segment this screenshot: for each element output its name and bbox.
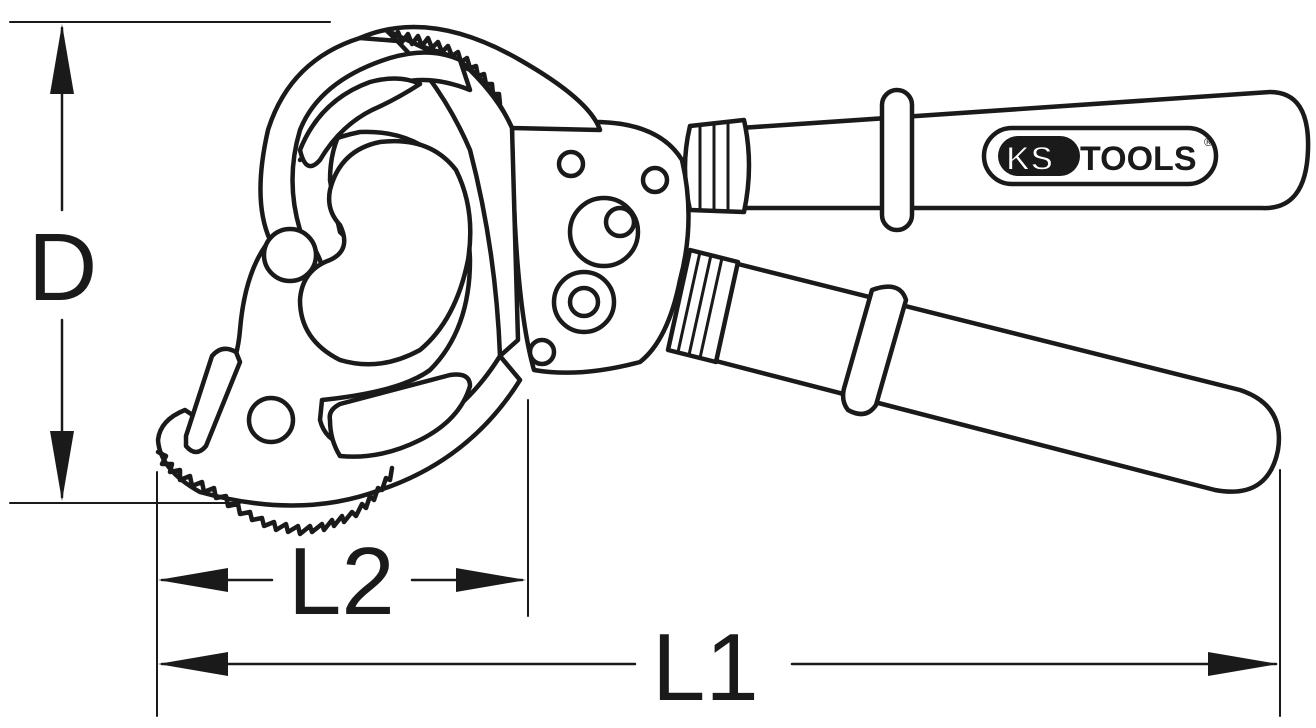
l1-arrow-right-icon [1208, 652, 1278, 676]
logo-left-text: KS [1006, 140, 1053, 178]
cable-cutter-icon: KS TOOLS ® [155, 24, 1311, 537]
lower-handle [665, 247, 1282, 494]
brand-logo: KS TOOLS ® [981, 125, 1219, 187]
d-arrow-down-icon [50, 431, 74, 501]
pivot-body [509, 119, 691, 375]
ratchet-jaw [357, 24, 603, 359]
dimension-lines [9, 21, 1281, 717]
height-label: D [28, 214, 97, 321]
overall-length-label: L1 [652, 614, 759, 721]
l2-arrow-right-icon [456, 568, 526, 592]
outer-jaw [155, 35, 523, 537]
short-length-label: L2 [288, 528, 395, 635]
logo-right-text: TOOLS [1080, 140, 1197, 178]
registered-mark: ® [1204, 135, 1213, 149]
l2-arrow-left-icon [158, 568, 228, 592]
l1-arrow-left-icon [158, 652, 228, 676]
d-arrow-up-icon [50, 24, 74, 94]
